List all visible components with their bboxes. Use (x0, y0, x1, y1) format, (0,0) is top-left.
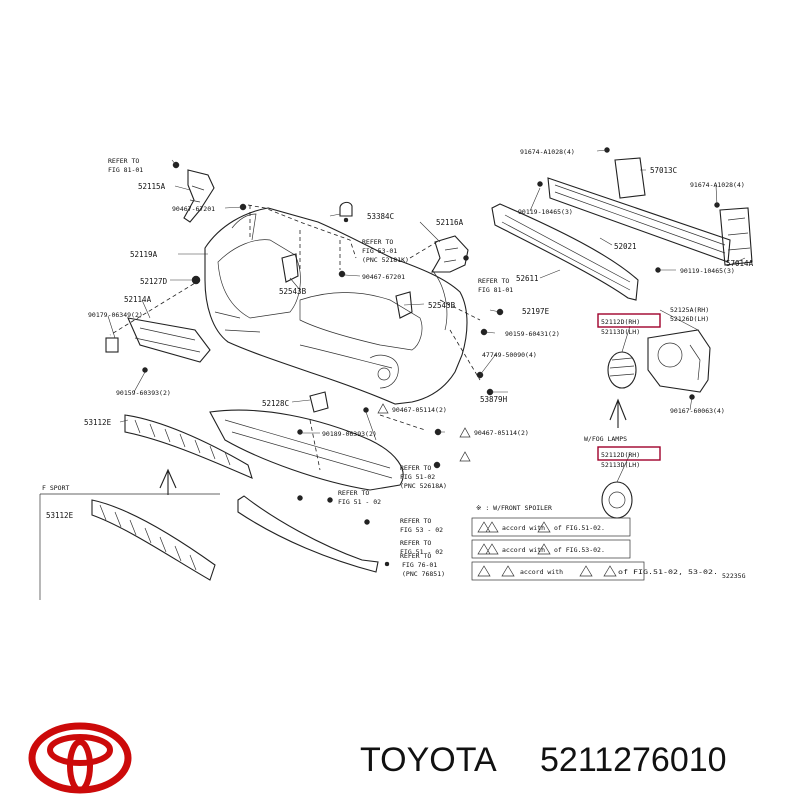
refer-fig51-c-2: FIG 51 - 02 (400, 548, 443, 556)
legend-row-3-text1: accord with (520, 568, 563, 576)
fog-lamp-bracket (647, 329, 711, 400)
bracket-52115a (172, 161, 215, 223)
highlight-box-top (597, 313, 661, 328)
label-90119-10465-b: 90119-10465(3) (680, 267, 735, 275)
toyota-logo-icon (28, 722, 132, 794)
label-52127d: 52127D (140, 277, 168, 286)
bracket-57013c (614, 157, 646, 199)
section-f-sport: F SPORT (42, 484, 69, 492)
label-90467-05114-a: 90467-05114(2) (392, 406, 447, 414)
label-90189-06393: 90189-06393(2) (322, 430, 377, 438)
fog-lamp-cover-bottom (601, 481, 633, 519)
label-90119-10465-a: 90119-10465(3) (518, 208, 573, 216)
label-52021: 52021 (614, 242, 637, 251)
label-52116a: 52116A (436, 218, 464, 227)
refer-fig53-01-1: REFER TO (362, 238, 393, 246)
refer-fig53-02-1: REFER TO (400, 517, 431, 525)
label-52543b-left: 52543B (279, 287, 307, 296)
label-52543b-right: 52543B (428, 301, 456, 310)
label-52197e: 52197E (522, 307, 550, 316)
arrow-up-right (609, 398, 627, 428)
bracket-52543b-left (281, 253, 299, 283)
label-52113d-lh-bottom: 52113D(LH) (601, 461, 640, 469)
label-52119a: 52119A (130, 250, 158, 259)
label-52115a: 52115A (138, 182, 166, 191)
label-52114a: 52114A (124, 295, 152, 304)
reinforcement-52021 (537, 147, 753, 273)
refer-fig81-a-1: REFER TO (108, 157, 139, 165)
label-53112e: 53112E (84, 418, 112, 427)
refer-fig76-01-2: FIG 76-01 (402, 561, 437, 569)
label-52112d-rh-bottom: 52112D(RH) (601, 451, 640, 459)
bumper-cover-52119a (204, 207, 468, 405)
legend-row-2-text2: of FIG.53-02. (554, 546, 605, 554)
legend-row-1-text1: accord with (502, 524, 545, 532)
section-w-fog-lamps: W/FOG LAMPS (584, 435, 627, 443)
refer-fig81-b-1: REFER TO (478, 277, 509, 285)
legend-row-2 (471, 539, 631, 559)
legend-row-3-text2: of FIG.51-02, 53-02. (618, 568, 718, 576)
retainer-52114a (105, 317, 211, 373)
label-90179-06349: 90179-06349(2) (88, 311, 143, 319)
bracket-52116a (431, 235, 469, 273)
clip-90467-67201-b (338, 270, 346, 278)
refer-fig51-a-1: REFER TO (400, 464, 431, 472)
refer-fig51-a-3: (PNC 52618A) (400, 482, 447, 490)
section-w-front-spoiler: ※ : W/FRONT SPOILER (476, 504, 552, 512)
clip-53384c (339, 201, 353, 223)
label-53112e-fsport: 53112E (46, 511, 74, 520)
label-91674-a1028-b: 91674-A1028(4) (690, 181, 745, 189)
label-90467-67201-b: 90467-67201 (362, 273, 405, 281)
label-57013c: 57013C (650, 166, 677, 175)
legend-row-2-text1: accord with (502, 546, 545, 554)
legend-row-1 (471, 517, 631, 537)
label-53879h: 53879H (480, 395, 508, 404)
label-52128c: 52128C (262, 399, 289, 408)
label-90167-60063: 90167-60063(4) (670, 407, 725, 415)
absorber-52611 (491, 203, 639, 301)
refer-fig81-a-2: FIG 81-01 (108, 166, 143, 174)
refer-fig53-01-2: FIG 53-01 (362, 247, 397, 255)
legend-row-1-text2: of FIG.51-02. (554, 524, 605, 532)
label-53384c: 53384C (367, 212, 394, 221)
refer-fig51-b-1: REFER TO (338, 489, 369, 497)
refer-fig81-b-2: FIG 81-01 (478, 286, 513, 294)
legend-row-3 (471, 561, 645, 581)
refer-fig51-a-2: FIG 51-02 (400, 473, 435, 481)
brand-part-number: 5211276010 (540, 741, 727, 779)
highlight-box-bottom (597, 446, 661, 461)
label-90467-67201-a: 90467-67201 (172, 205, 215, 213)
bracket-57014a (719, 207, 753, 266)
label-52125a: 52125A(RH) (670, 306, 709, 314)
refer-fig53-01-3: (PNC 52181K) (362, 256, 409, 264)
label-52112d-rh-top: 52112D(RH) (601, 318, 640, 326)
cover-52128c (309, 391, 329, 413)
under-cover (209, 407, 404, 491)
clip-lower-right (433, 461, 441, 469)
grille-53112e-fsport (91, 499, 216, 581)
fog-lamp-cover-top (607, 351, 637, 389)
label-47749-50090: 47749-50090(4) (482, 351, 537, 359)
label-91674-a1028-a: 91674-A1028(4) (520, 148, 575, 156)
diagram-code: 52235G (722, 572, 746, 580)
refer-fig76-01-1: REFER TO (400, 552, 431, 560)
label-90467-05114-b: 90467-05114(2) (474, 429, 529, 437)
label-90159-60431: 90159-60431(2) (505, 330, 560, 338)
refer-fig76-01-3: (PNC 76851) (402, 570, 445, 578)
bracket-52543b-right (395, 291, 413, 319)
refer-fig51-c-1: REFER TO (400, 539, 431, 547)
lower-spoiler (237, 495, 390, 573)
label-57014a: 57014A (726, 259, 754, 268)
refer-fig51-b-2: FIG 51 - 02 (338, 498, 381, 506)
grille-53112e-upper (124, 414, 253, 479)
label-52113d-lh-top: 52113D(LH) (601, 328, 640, 336)
label-52126d: 52126D(LH) (670, 315, 709, 323)
arrow-up-left (159, 468, 177, 495)
clip-52127d (191, 275, 201, 285)
brand-name: TOYOTA (360, 741, 497, 779)
refer-fig53-02-2: FIG 53 - 02 (400, 526, 443, 534)
label-52611: 52611 (516, 274, 539, 283)
label-90159-60393: 90159-60393(2) (116, 389, 171, 397)
